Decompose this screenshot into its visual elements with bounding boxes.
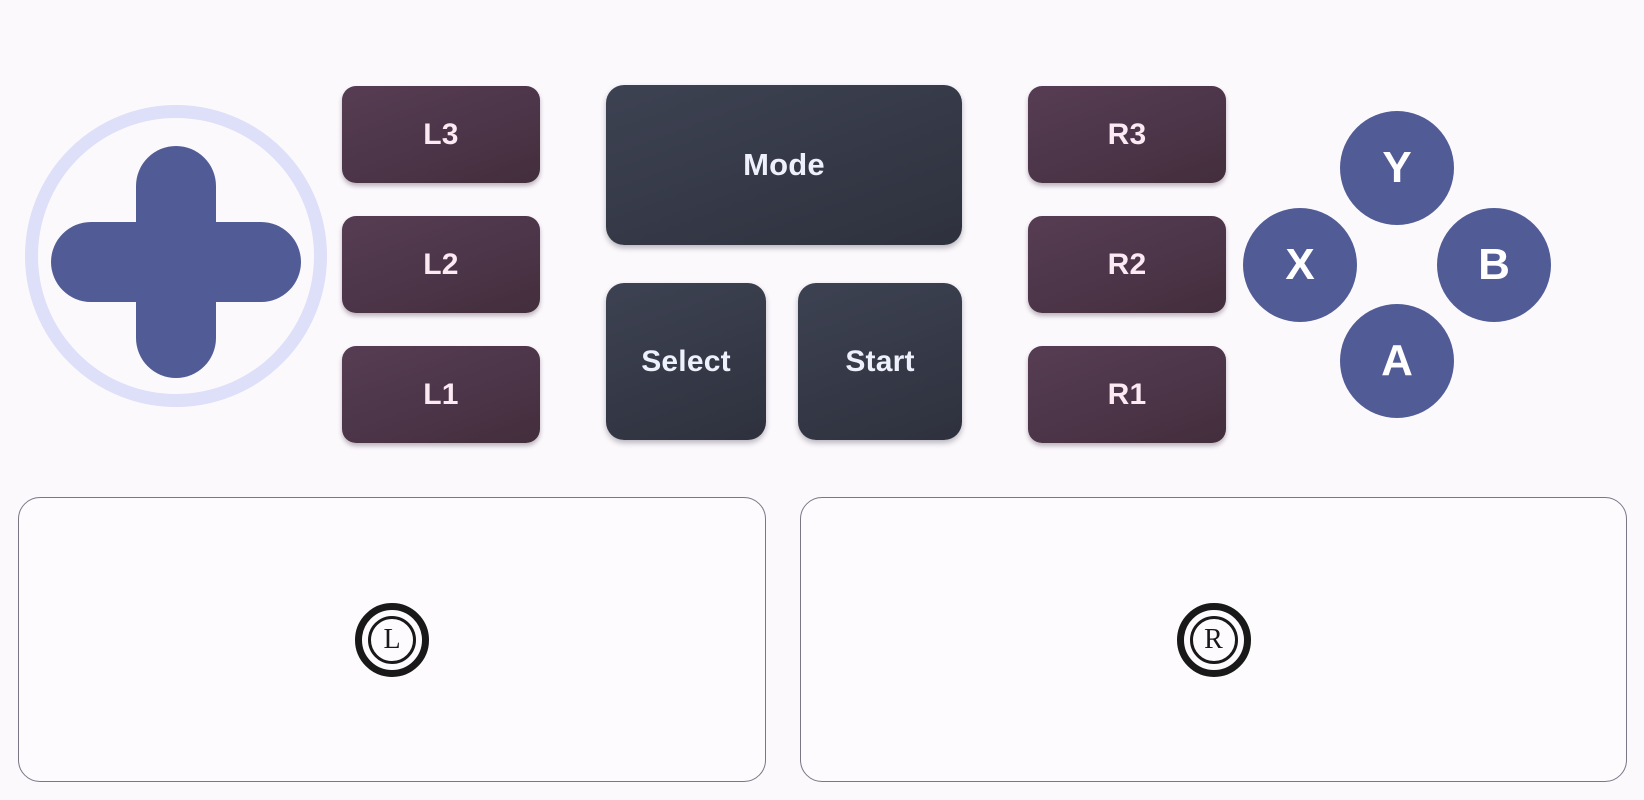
button-l2[interactable]: L2 [342, 216, 540, 313]
dpad-cross-icon[interactable] [51, 146, 301, 378]
button-select[interactable]: Select [606, 283, 766, 440]
button-mode[interactable]: Mode [606, 85, 962, 245]
trigger-panel-right[interactable]: R [800, 497, 1627, 782]
directional-pad[interactable] [25, 105, 327, 407]
button-a[interactable]: A [1340, 304, 1454, 418]
button-b[interactable]: B [1437, 208, 1551, 322]
trigger-panel-left[interactable]: L [18, 497, 766, 782]
circled-r-icon: R [1176, 602, 1251, 677]
circled-l-icon: L [355, 602, 429, 677]
button-r2[interactable]: R2 [1028, 216, 1226, 313]
button-l1[interactable]: L1 [342, 346, 540, 443]
button-x[interactable]: X [1243, 208, 1357, 322]
dpad-horizontal-bar [51, 222, 301, 302]
marker-inner-ring [368, 615, 416, 664]
marker-letter-l: L [383, 623, 401, 655]
button-r1[interactable]: R1 [1028, 346, 1226, 443]
button-r3[interactable]: R3 [1028, 86, 1226, 183]
marker-inner-ring [1189, 615, 1238, 664]
button-l3[interactable]: L3 [342, 86, 540, 183]
button-start[interactable]: Start [798, 283, 962, 440]
marker-letter-r: R [1204, 623, 1223, 655]
button-y[interactable]: Y [1340, 111, 1454, 225]
